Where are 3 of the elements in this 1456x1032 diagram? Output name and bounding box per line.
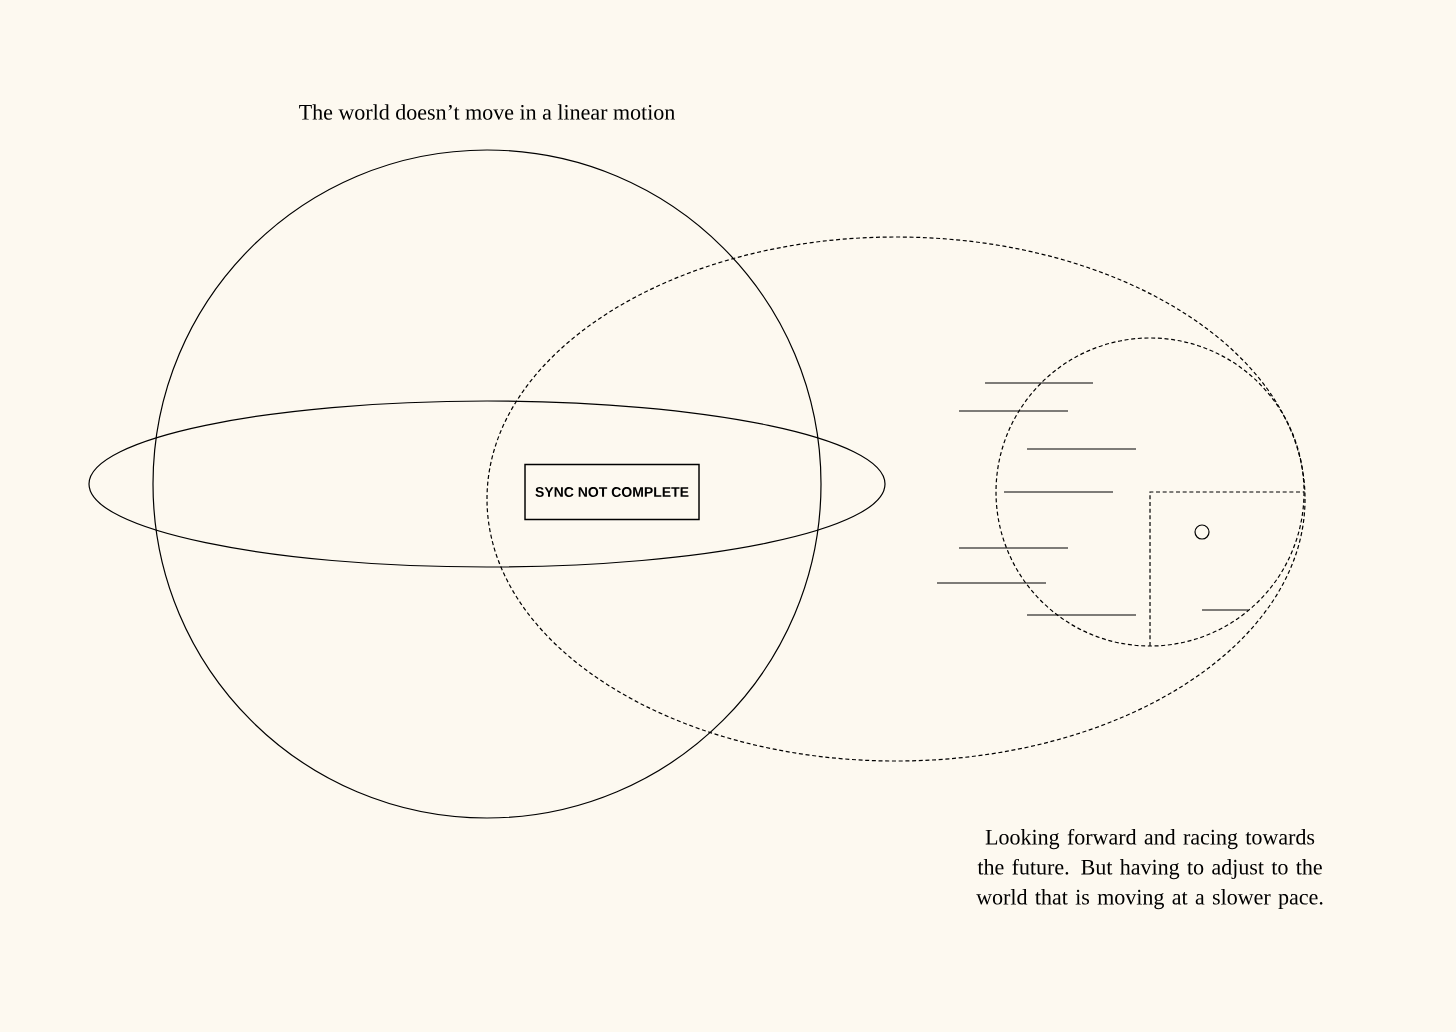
status-box: SYNC NOT COMPLETE	[524, 463, 700, 521]
title: The world doesn’t move in a linear motion	[299, 104, 675, 120]
caption: Looking forward and racing towards the future. But having to adjust to the world that is moving at a slower pace.	[976, 828, 1323, 910]
